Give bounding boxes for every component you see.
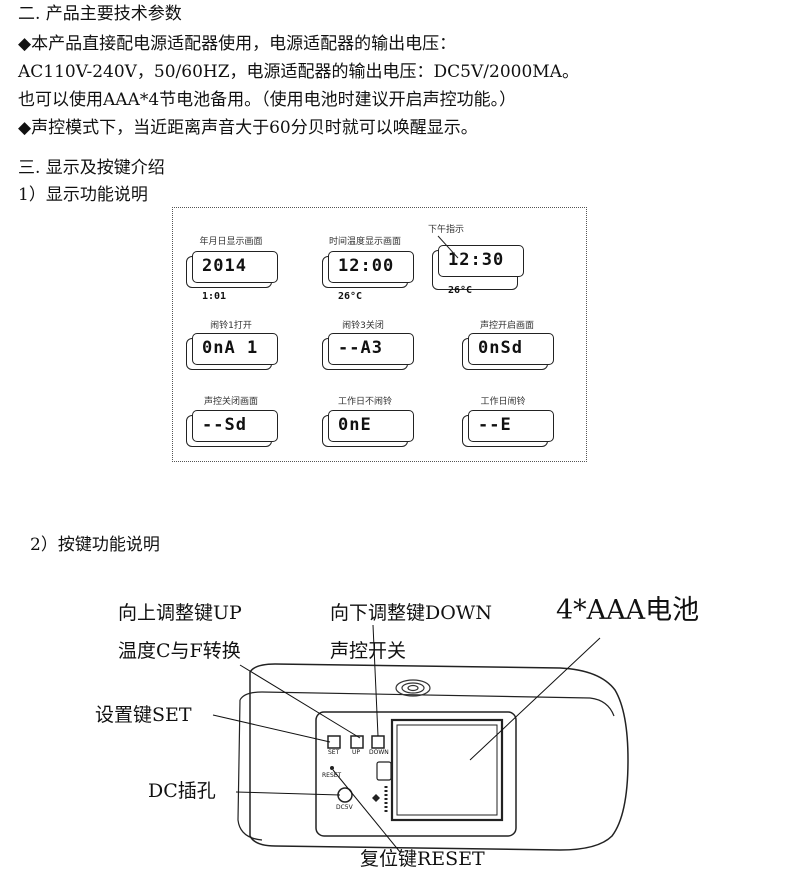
display-caption: 闹铃1打开	[210, 321, 252, 331]
display-subtitle: 1）显示功能说明	[18, 185, 148, 205]
speaker-grille-icon	[395, 679, 431, 697]
lcd-workday-alarm: --E	[462, 410, 554, 447]
label-up-key: 向上调整键UP	[118, 602, 242, 624]
lcd-alarm3-off: --A3	[322, 333, 414, 370]
label-set-key: 设置键SET	[95, 704, 192, 726]
lcd-workday-no-alarm: 0nE	[322, 410, 414, 447]
reset-small-label: RESET	[322, 772, 342, 779]
up-button-label: UP	[352, 749, 361, 756]
display-caption: 工作日闹铃	[480, 397, 526, 407]
spec-line-1: ◆本产品直接配电源适配器使用，电源适配器的输出电压：	[18, 34, 457, 54]
spec-line-2: AC110V-240V，50/60HZ，电源适配器的输出电压：DC5V/2000…	[18, 62, 579, 82]
label-down-key: 向下调整键DOWN	[330, 602, 492, 624]
label-battery: 4*AAA电池	[556, 595, 700, 626]
spec-line-4: ◆声控模式下，当近距离声音大于60分贝时就可以唤醒显示。	[18, 118, 478, 138]
spec-line-3: 也可以使用AAA*4节电池备用。（使用电池时建议开启声控功能。）	[18, 90, 517, 110]
pm-indicator-arrow-icon	[437, 235, 459, 259]
lcd-voice-on: 0nSd	[462, 333, 554, 370]
button-subtitle: 2）按键功能说明	[30, 535, 160, 555]
section2-title: 二. 产品主要技术参数	[18, 4, 182, 24]
display-caption: 声控开启画面	[479, 321, 534, 331]
label-voice-switch: 声控开关	[330, 640, 407, 662]
label-reset-key: 复位键RESET	[360, 848, 485, 870]
lcd-time-temp: 12:00 26°C	[322, 251, 414, 302]
lcd-date: 2014 1:01	[186, 251, 278, 302]
display-panel	[172, 207, 587, 462]
display-caption: 声控关闭画面	[203, 397, 258, 407]
set-button-label: SET	[328, 749, 340, 756]
dc-small-label: DC5V	[336, 804, 353, 811]
display-caption: 年月日显示画面	[199, 237, 263, 247]
display-caption-pm: 下午指示	[428, 225, 465, 235]
down-button-label: DOWN	[369, 749, 389, 756]
display-caption: 时间温度显示画面	[328, 237, 401, 247]
section3-title: 三. 显示及按键介绍	[18, 158, 165, 178]
display-caption: 工作日不闹铃	[337, 397, 392, 407]
lcd-pm: 12:30 26°C	[432, 245, 524, 296]
lcd-alarm1-on: 0nA 1	[186, 333, 278, 370]
label-dc-jack: DC插孔	[148, 780, 216, 802]
label-temp-convert: 温度C与F转换	[118, 640, 241, 662]
lcd-voice-off: --Sd	[186, 410, 278, 447]
display-caption: 闹铃3关闭	[342, 321, 384, 331]
